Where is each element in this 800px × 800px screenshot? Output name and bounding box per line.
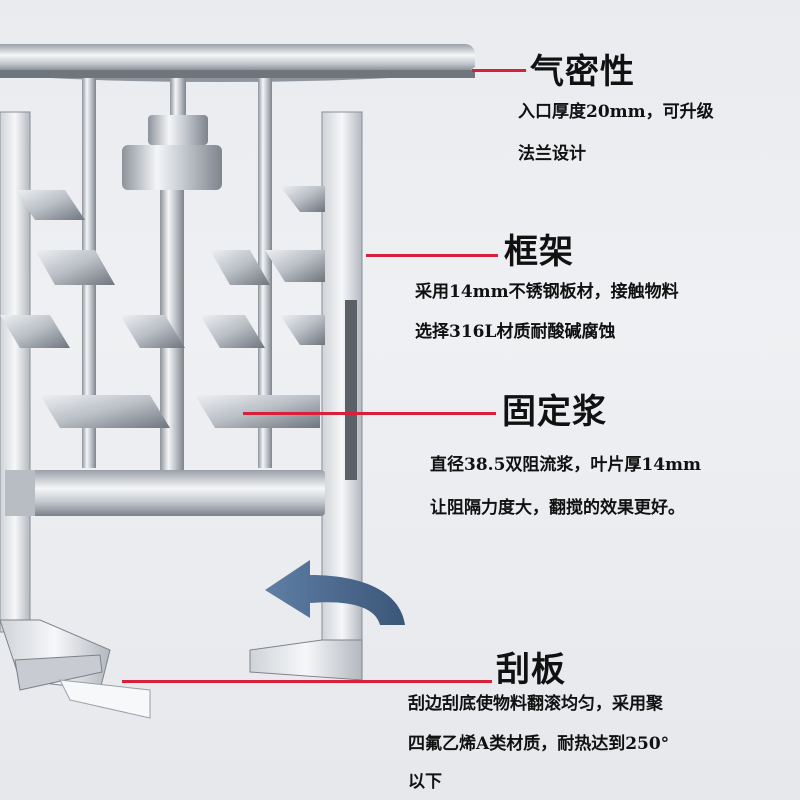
rotation-arrow <box>265 560 405 625</box>
shaft-coupling <box>122 115 222 490</box>
callout-line-frame <box>366 254 498 257</box>
paddle-desc-line-1: 直径38.5双阻流浆，叶片厚14mm <box>430 455 702 475</box>
paddle-desc-line-2: 让阻隔力度大，翻搅的效果更好。 <box>430 498 685 518</box>
paddle-blades <box>0 186 325 428</box>
frame-desc-line-2: 选择316L材质耐酸碱腐蚀 <box>415 322 616 342</box>
cross-bar <box>5 470 325 516</box>
frame-desc-line-1: 采用14mm不锈钢板材，接触物料 <box>415 282 679 302</box>
top-flange <box>0 44 475 82</box>
callout-line-airtight <box>472 69 526 72</box>
scraper-blade <box>14 654 151 719</box>
scraper-desc-line-1: 刮边刮底使物料翻滚均匀，采用聚 <box>408 694 663 714</box>
callout-line-paddle <box>243 412 496 415</box>
airtight-desc-line-2: 法兰设计 <box>518 144 586 164</box>
scraper-title: 刮板 <box>496 650 566 690</box>
scraper-desc-line-2: 四氟乙烯A类材质，耐热达到250° <box>408 734 670 754</box>
frame-title: 框架 <box>504 232 574 272</box>
callout-line-scraper <box>122 680 492 683</box>
scraper-desc-line-3: 以下 <box>408 772 442 792</box>
paddle-title: 固定浆 <box>502 392 607 432</box>
frame-right <box>249 111 363 681</box>
airtight-title: 气密性 <box>530 52 635 92</box>
airtight-desc-line-1: 入口厚度20mm，可升级 <box>518 102 714 122</box>
